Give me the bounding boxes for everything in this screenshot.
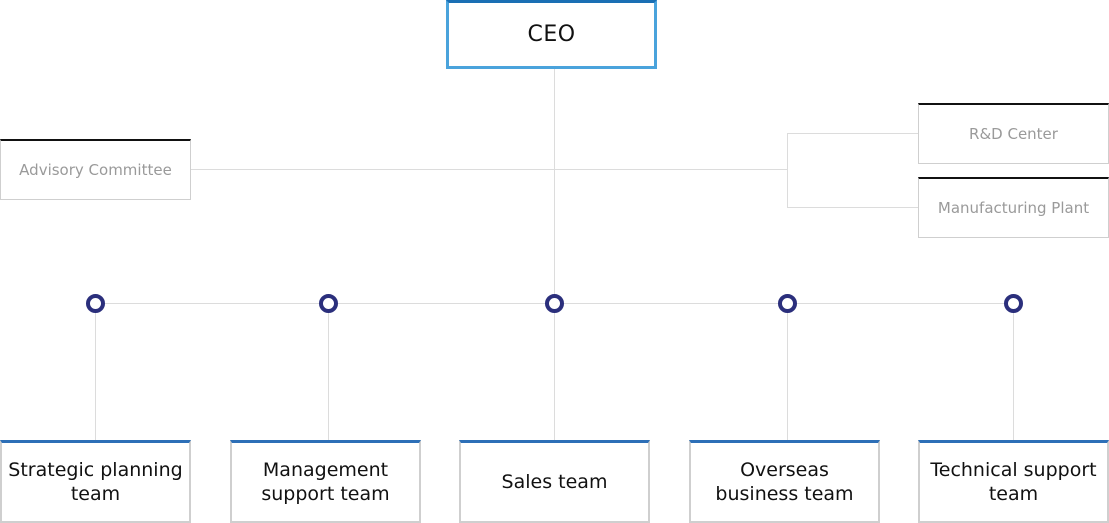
team-label: Strategic planning team <box>8 459 183 505</box>
ceo-label: CEO <box>527 22 576 47</box>
advisory-horizontal-connector <box>190 169 554 170</box>
team-drop-connector-5 <box>1013 303 1014 441</box>
team-label: Technical support team <box>930 459 1097 505</box>
team-node-2 <box>319 294 338 313</box>
team-drop-connector-2 <box>328 303 329 441</box>
ceo-box: CEO <box>446 0 657 69</box>
rnd-center-box: R&D Center <box>918 103 1109 164</box>
right-horizontal-connector <box>554 169 788 170</box>
overseas-business-team-box: Overseas business team <box>689 440 880 523</box>
team-node-4 <box>778 294 797 313</box>
team-drop-connector-4 <box>787 303 788 441</box>
team-label: Overseas business team <box>715 459 854 505</box>
advisory-committee-box: Advisory Committee <box>0 139 191 200</box>
team-label: Management support team <box>261 459 390 505</box>
rnd-connector <box>787 133 918 134</box>
ceo-vertical-connector <box>554 69 555 441</box>
right-bracket-vertical <box>787 133 788 208</box>
plant-connector <box>787 207 918 208</box>
sales-team-box: Sales team <box>459 440 650 523</box>
team-node-1 <box>86 294 105 313</box>
technical-support-team-box: Technical support team <box>918 440 1109 523</box>
advisory-committee-label: Advisory Committee <box>19 161 172 179</box>
manufacturing-plant-label: Manufacturing Plant <box>937 199 1090 217</box>
management-support-team-box: Management support team <box>230 440 421 523</box>
team-label: Sales team <box>501 471 608 493</box>
team-drop-connector-1 <box>95 303 96 441</box>
team-node-5 <box>1004 294 1023 313</box>
strategic-planning-team-box: Strategic planning team <box>0 440 191 523</box>
rnd-center-label: R&D Center <box>969 125 1058 143</box>
team-node-3 <box>545 294 564 313</box>
manufacturing-plant-box: Manufacturing Plant <box>918 177 1109 238</box>
